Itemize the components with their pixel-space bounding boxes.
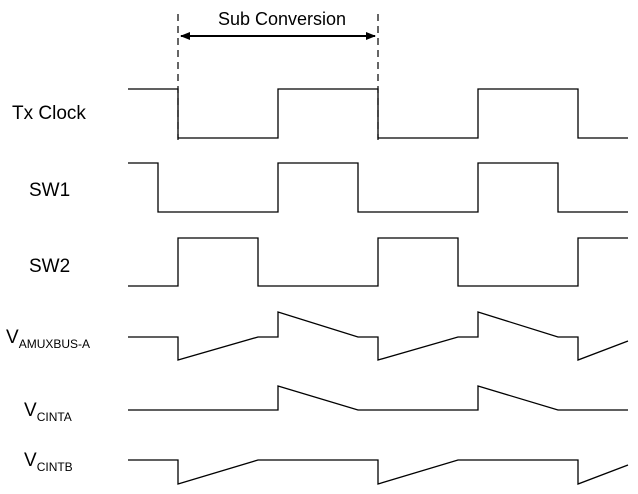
signal-tx-clock: Tx Clock — [12, 88, 628, 139]
signal-label-sw1-text: SW1 — [29, 180, 70, 201]
signal-sw2: SW2 — [29, 237, 628, 287]
signal-label-v-cinta-subscript: CINTA — [37, 410, 72, 424]
v-cintb-waveform — [128, 459, 629, 485]
signal-v-cinta: VCINTA — [24, 385, 628, 424]
signal-label-v-cintb-text: V — [24, 450, 37, 471]
v-cinta-waveform — [128, 385, 628, 411]
sub-conversion-label: Sub Conversion — [218, 9, 346, 29]
v-amuxbus-a-waveform — [128, 311, 629, 361]
signal-label-v-cinta-text: V — [24, 400, 37, 421]
signal-label-v-amuxbus-a-subscript: AMUXBUS-A — [19, 337, 90, 351]
signal-label-sw2-text: SW2 — [29, 256, 70, 277]
signal-v-cintb: VCINTB — [24, 450, 629, 485]
signal-label-tx-clock-text: Tx Clock — [12, 103, 86, 124]
signal-label-v-cinta: VCINTA — [24, 400, 72, 424]
signal-label-v-cintb-subscript: CINTB — [37, 460, 73, 474]
sub-conversion-annotation: Sub Conversion — [177, 9, 379, 140]
sw2-waveform — [128, 237, 628, 287]
signal-label-sw1: SW1 — [29, 180, 70, 201]
signal-sw1: SW1 — [29, 162, 628, 213]
signal-label-v-cintb: VCINTB — [24, 450, 73, 474]
signal-label-v-amuxbus-a: VAMUXBUS-A — [6, 327, 90, 351]
sw1-waveform — [128, 162, 628, 213]
signal-v-amuxbus-a: VAMUXBUS-A — [6, 311, 629, 361]
signal-label-sw2: SW2 — [29, 256, 70, 277]
signal-label-v-amuxbus-a-text: V — [6, 327, 19, 348]
tx-clock-waveform — [128, 88, 628, 139]
signal-label-tx-clock: Tx Clock — [12, 103, 86, 124]
